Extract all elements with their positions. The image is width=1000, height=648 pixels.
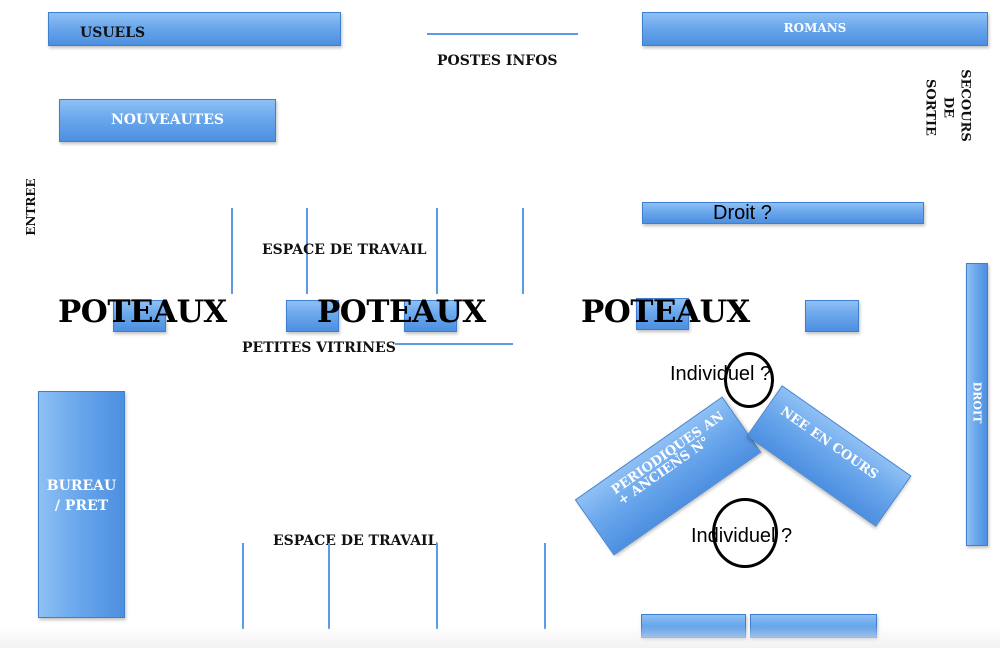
postes-infos-line (427, 33, 578, 35)
work-line-1 (231, 208, 233, 294)
work-line-4 (522, 208, 524, 294)
usuels-label: USUELS (80, 25, 146, 41)
poteaux-label-3: POTEAUX (581, 294, 750, 330)
individuel-top-circle (724, 352, 774, 408)
nouveautes-label: NOUVEAUTES (110, 112, 224, 128)
espace-travail-bottom-label: ESPACE DE TRAVAIL (273, 533, 438, 549)
romans-label: ROMANS (783, 21, 847, 35)
sortie-label-2: DE (940, 96, 956, 119)
work-line-8 (544, 543, 546, 629)
bureau-pret-label-2: / PRET (54, 498, 109, 514)
poteaux-label-1: POTEAUX (58, 294, 227, 330)
droit-right-shelf (966, 263, 988, 546)
nouveautes-shelf (59, 99, 276, 142)
work-line-6 (328, 543, 330, 629)
romans-shelf (642, 12, 988, 46)
petites-vitrines-label: PETITES VITRINES (242, 340, 396, 356)
espace-travail-top-label: ESPACE DE TRAVAIL (262, 242, 427, 258)
bottom-fade (0, 626, 1000, 648)
entree-label: ENTREE (24, 178, 38, 236)
sortie-label-1: SORTIE (922, 79, 938, 136)
work-line-7 (436, 543, 438, 629)
droit-right-label: DROIT (970, 381, 984, 424)
poteau-block-2 (286, 300, 339, 332)
poteau-block-3 (404, 300, 457, 332)
droit-top-label: Droit ? (713, 202, 772, 224)
bureau-pret-label-1: BUREAU (46, 478, 117, 494)
poteau-block-1 (113, 300, 166, 332)
poteau-block-5 (805, 300, 859, 332)
individuel-bottom-circle (712, 498, 778, 568)
sortie-label-3: SECOURS (957, 69, 973, 142)
petites-vitrines-line (395, 343, 513, 345)
droit-top-shelf (642, 202, 924, 224)
bureau-pret-shelf (38, 391, 125, 618)
postes-infos-label: POSTES INFOS (437, 53, 558, 69)
work-line-2 (306, 208, 308, 294)
work-line-3 (436, 208, 438, 294)
work-line-5 (242, 543, 244, 629)
usuels-shelf (48, 12, 341, 46)
poteau-block-4 (636, 298, 689, 330)
poteaux-label-2: POTEAUX (317, 294, 486, 330)
